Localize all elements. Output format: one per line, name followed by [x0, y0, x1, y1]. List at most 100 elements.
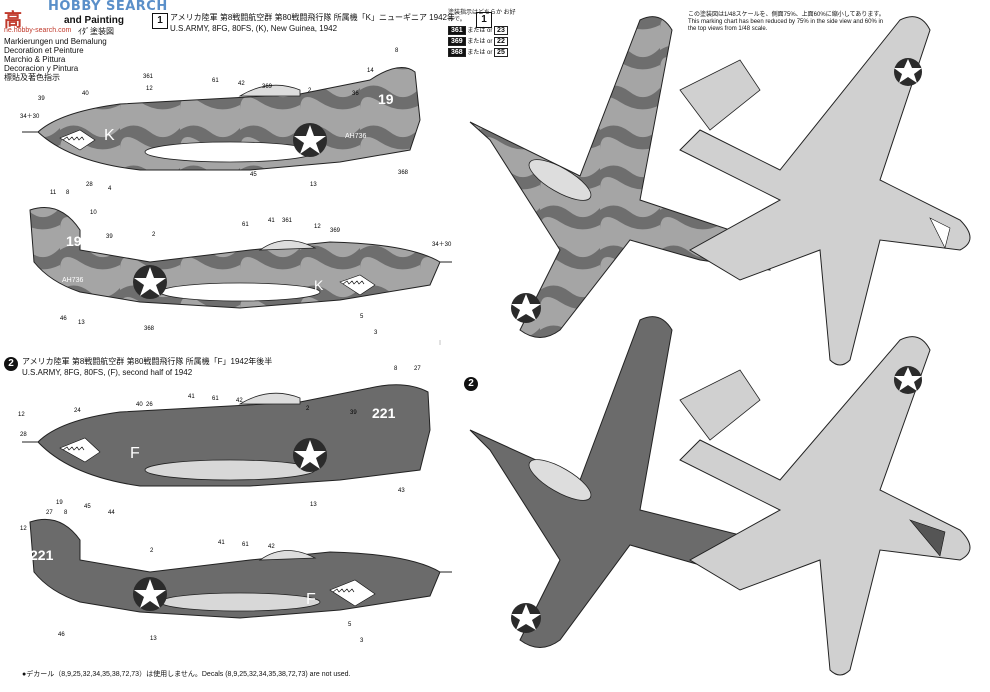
callout: 361: [143, 74, 154, 80]
callout: 5: [360, 314, 364, 320]
callout: 3: [360, 638, 364, 644]
heading-line-2: Decoration et Peinture: [4, 46, 84, 55]
callout: 42: [238, 81, 245, 87]
callout: 24: [74, 408, 81, 414]
callout: 46: [60, 316, 67, 322]
legend-row: 369 または or 22: [448, 37, 528, 48]
heading-line-1: Markierungen und Bemalung: [4, 37, 107, 46]
callout: 39: [106, 234, 113, 240]
callout: 19: [56, 500, 63, 506]
topview1-number-badge: 1: [476, 12, 492, 28]
legend-row: 361 または or 23: [448, 26, 528, 37]
legend-box: 塗装指示はどちらか お好みで。 361 または or 23 369 または or…: [448, 10, 528, 59]
letter-k-side1: K: [104, 127, 115, 144]
callout: 369: [330, 228, 341, 234]
callouts-side-2-top: 12 24 40 26 41 61 42 2 39 8 27 28 19 45 …: [18, 366, 421, 516]
callout: 2: [150, 548, 154, 554]
top-view-1-upper: [469, 16, 771, 338]
scale-note-jp: この塗装図は1/48スケールを、側面75%、上面60%に縮小してあります。: [688, 12, 885, 18]
heading-partial: ｲﾀﾞ塗装図: [78, 27, 114, 36]
code-221-side3: 221: [372, 405, 396, 421]
callout: 43: [398, 488, 405, 494]
callout: 8: [394, 366, 398, 372]
callout: 46: [58, 632, 65, 638]
watermark-brand: HOBBY SEARCH: [48, 0, 168, 14]
callout: 45: [84, 504, 91, 510]
callout: 13: [310, 502, 317, 508]
legend-text: 塗装指示はどちらか お好みで。: [448, 10, 516, 23]
callout: 27: [414, 366, 421, 372]
callout: 28: [20, 432, 27, 438]
callouts-side-2-bottom: 27 8 12 2 41 61 42 46 13 3 5: [20, 510, 364, 644]
letter-k-side2: K: [314, 277, 324, 293]
callout: 3: [374, 330, 378, 336]
callout: 11: [50, 190, 57, 196]
watermark-url: ne.hobby-search.com: [4, 27, 72, 34]
footer-note: ●デカール（8,9,25,32,34,35,38,72,73）は使用しません。D…: [22, 671, 351, 678]
callout: 2: [308, 88, 312, 94]
callout: 36: [352, 91, 359, 97]
callout: 34＋30: [20, 113, 40, 120]
callout: 368: [144, 326, 155, 332]
callout: 42: [236, 398, 243, 404]
callouts-side-1-bottom: 11 8 10 2 39 41 361 61 12 369 34＋30 46 1…: [50, 190, 452, 336]
scheme1-number-badge: 1: [152, 13, 168, 29]
callout: 2: [306, 406, 310, 412]
callout: 361: [282, 218, 293, 224]
callout: 40: [82, 91, 89, 97]
top-view-1-lower: [679, 16, 971, 366]
scheme2-title-en: U.S.ARMY, 8FG, 80FS, (F), second half of…: [22, 368, 193, 377]
scale-note: この塗装図は1/48スケールを、側面75%、上面60%に縮小してあります。 Th…: [688, 12, 885, 33]
callout: 39: [38, 96, 45, 102]
callout: 61: [242, 222, 249, 228]
callout: 41: [188, 394, 195, 400]
callout: 2: [152, 232, 156, 238]
callout: 12: [20, 526, 27, 532]
legend-or: または or: [467, 50, 493, 56]
topview2-number-badge: 2: [464, 377, 478, 391]
callout: 8: [395, 48, 399, 54]
legend-code-a: 361: [448, 26, 466, 35]
callout: 13: [150, 636, 157, 642]
side-view-1-bottom: 19 K AH736: [29, 207, 452, 309]
legend-code-b: 22: [494, 37, 508, 46]
heading-line-0: and Painting: [64, 15, 124, 26]
callout: 4: [108, 186, 112, 192]
callout: 27: [46, 510, 53, 516]
scale-note-en-2: the top views from 1/48 scale.: [688, 26, 768, 32]
callout: 8: [66, 190, 70, 196]
callout: 61: [242, 542, 249, 548]
callout: 40: [136, 402, 143, 408]
heading-line-4: Decoracion y Pintura: [4, 64, 79, 73]
callout: 39: [350, 410, 357, 416]
heading-line-5: 標貼及著色指示: [4, 73, 60, 82]
callout: 42: [268, 544, 275, 550]
legend-code-b: 25: [494, 48, 508, 57]
serial-side2: AH736: [62, 277, 84, 284]
legend-row: 368 または or 25: [448, 48, 528, 59]
watermark-cn: 高: [4, 10, 22, 31]
callout: 5: [348, 622, 352, 628]
callout: 13: [310, 182, 317, 188]
legend-or: または or: [467, 28, 493, 34]
callout: 34＋30: [432, 241, 452, 248]
scale-note-en-1: This marking chart has been reduced by 7…: [688, 19, 884, 25]
side-view-2-bottom: 221 F: [29, 518, 452, 619]
callout: 12: [18, 412, 25, 418]
callout: 13: [78, 320, 85, 326]
callout: 45: [250, 172, 257, 178]
side-view-1-top: 19 K AH736: [22, 67, 421, 171]
legend-code-a: 368: [448, 48, 466, 57]
callout: 368: [398, 170, 409, 176]
legend-code-b: 23: [494, 26, 508, 35]
callout: 369: [262, 84, 273, 90]
code-19-side2: 19: [66, 233, 82, 249]
callout: 26: [146, 402, 153, 408]
callout: 28: [86, 182, 93, 188]
callout: 41: [268, 218, 275, 224]
serial-side1: AH736: [345, 133, 367, 140]
callout: 12: [146, 86, 153, 92]
legend-or: または or: [467, 39, 493, 45]
legend-code-a: 369: [448, 37, 466, 46]
